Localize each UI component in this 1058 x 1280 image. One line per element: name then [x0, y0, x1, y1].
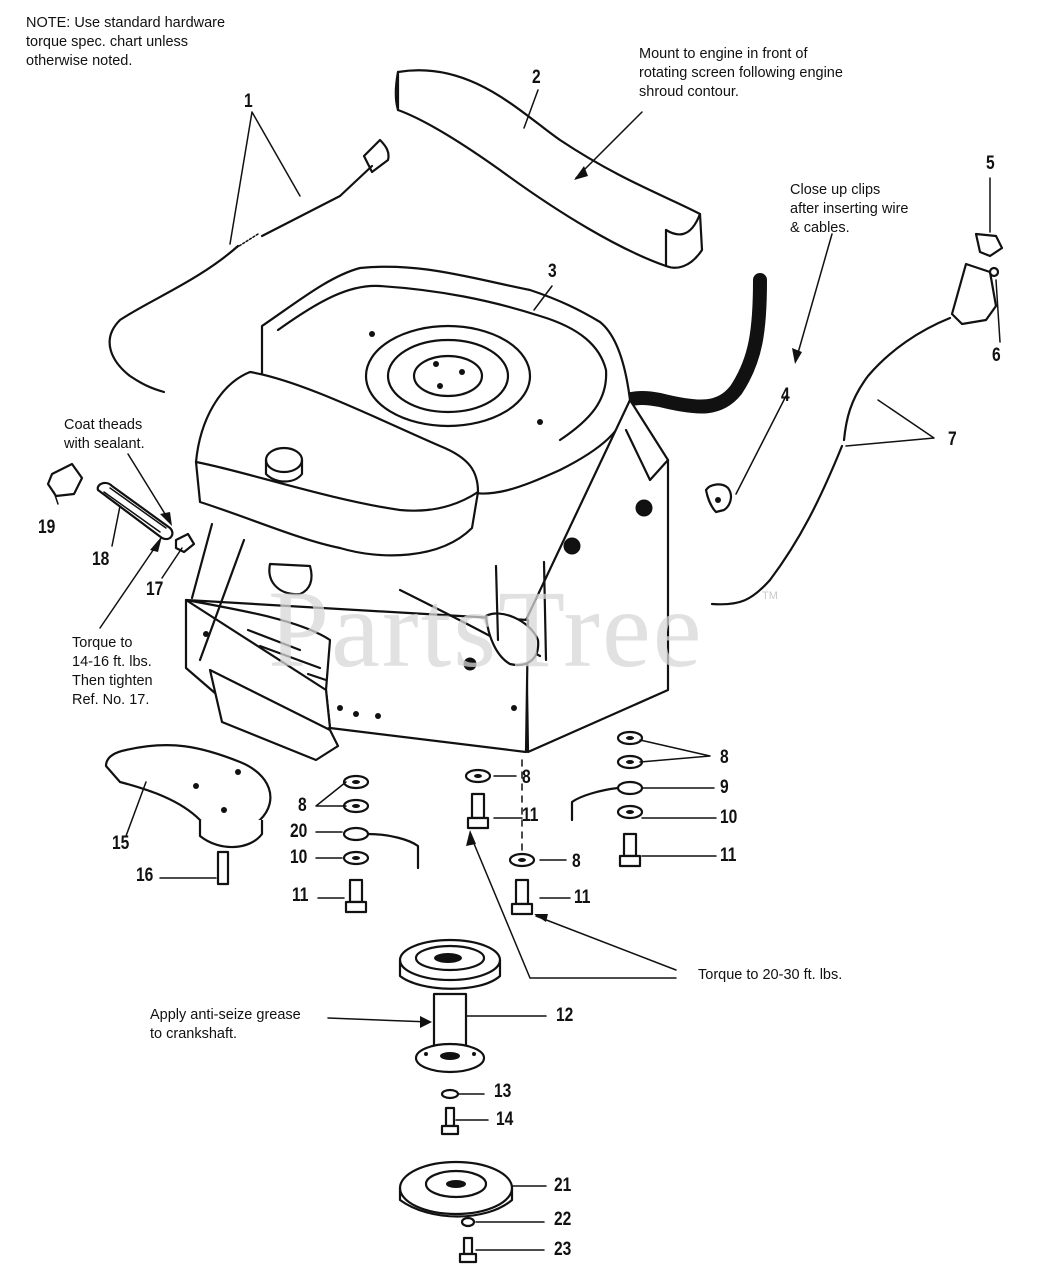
callout-10-left: 10 — [290, 847, 308, 868]
callout-10-right: 10 — [720, 807, 738, 828]
callout-9: 9 — [720, 777, 729, 798]
callout-22: 22 — [554, 1209, 572, 1230]
callout-15: 15 — [112, 833, 130, 854]
sealant-note: Coat theads with sealant. — [64, 417, 145, 452]
callout-11-left: 11 — [292, 885, 309, 906]
callout-21: 21 — [554, 1175, 572, 1196]
callout-11-middle: 11 — [522, 805, 539, 826]
engine-assembly-part-3 — [184, 265, 767, 762]
callout-8-right: 8 — [720, 747, 729, 768]
callout-16: 16 — [136, 865, 154, 886]
callout-7: 7 — [948, 429, 957, 450]
callout-18: 18 — [92, 549, 110, 570]
mounting-bracket-part-15 — [104, 744, 272, 886]
callout-1: 1 — [244, 91, 253, 112]
callout-4: 4 — [781, 385, 790, 406]
mount-note: Mount to engine in front of rotating scr… — [639, 46, 843, 100]
callout-6: 6 — [992, 345, 1001, 366]
choke-cable-part-1 — [108, 138, 390, 394]
callout-23: 23 — [554, 1239, 572, 1260]
callout-5: 5 — [986, 153, 995, 174]
hardware-note: NOTE: Use standard hardware torque spec.… — [26, 15, 226, 69]
drain-fitting-parts-17-19 — [46, 462, 196, 554]
callout-11-lower: 11 — [574, 887, 591, 908]
torque-fitting-note: Torque to 14-16 ft. lbs. Then tighten Re… — [72, 635, 153, 708]
grease-note: Apply anti-seize grease to crankshaft. — [150, 1007, 301, 1042]
callout-17: 17 — [146, 579, 164, 600]
trademark-mark: TM — [762, 590, 778, 602]
callout-12: 12 — [556, 1005, 574, 1026]
callout-14: 14 — [496, 1109, 514, 1130]
callout-8-left: 8 — [298, 795, 307, 816]
hardware-washers-bolts — [342, 730, 644, 1264]
torque-bolts-note: Torque to 20-30 ft. lbs. — [698, 967, 843, 983]
seal-strip-part-2 — [394, 69, 704, 269]
callout-8-lower: 8 — [572, 851, 581, 872]
callout-8-middle: 8 — [522, 767, 531, 788]
callout-3: 3 — [548, 261, 557, 282]
callout-2: 2 — [532, 67, 541, 88]
callout-20: 20 — [290, 821, 308, 842]
throttle-cable-part-7 — [710, 232, 1004, 606]
callout-11-right: 11 — [720, 845, 737, 866]
clips-note: Close up clips after inserting wire & ca… — [790, 182, 909, 236]
callout-19: 19 — [38, 517, 56, 538]
leader-lines — [53, 89, 1001, 1251]
callout-13: 13 — [494, 1081, 512, 1102]
clip-part-4 — [704, 483, 733, 514]
